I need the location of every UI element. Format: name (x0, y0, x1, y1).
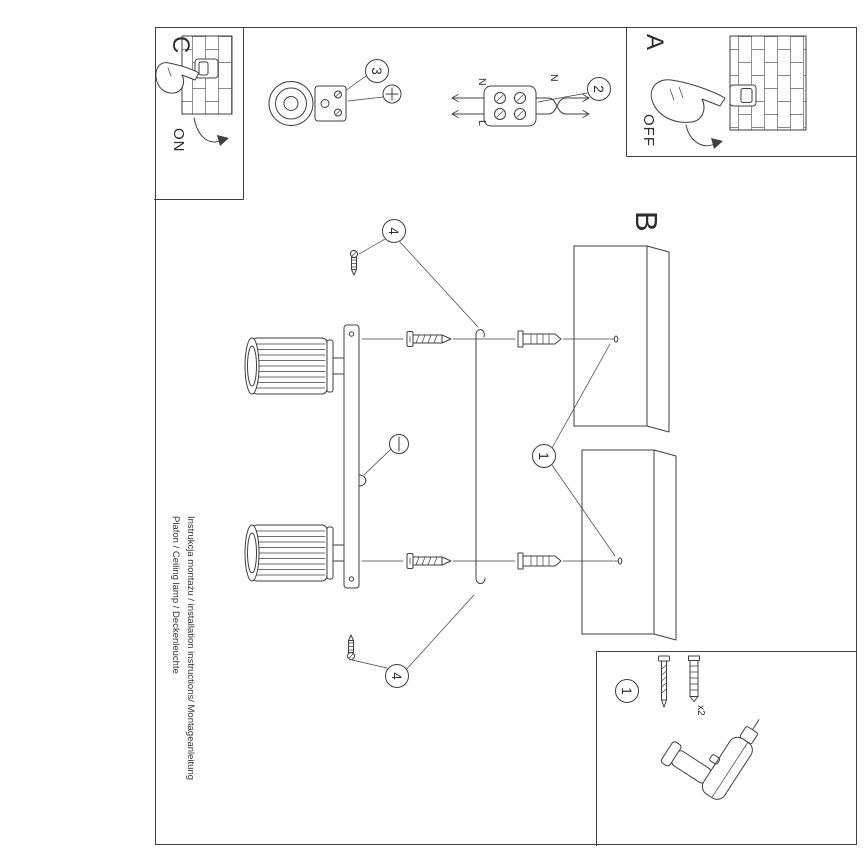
parts-wall-plug-icon (688, 655, 700, 702)
brick-wall-icon (729, 35, 807, 131)
footer-title-line2: Plafon / Ceiling lamp / Deckenleuchte (170, 516, 181, 674)
step-4-badge: 4 (382, 219, 406, 243)
lamp-body (244, 324, 367, 589)
ceiling-panels (573, 245, 677, 641)
step-1-badge: 1 (532, 444, 556, 468)
section-b-letter: B (629, 211, 664, 232)
phillips-screw-symbol-icon (347, 84, 402, 104)
drill-hole-icon (609, 335, 619, 343)
on-label: ON (170, 128, 187, 153)
hand-press-icon (155, 62, 200, 94)
leader-line (358, 238, 479, 328)
diagram-art (154, 28, 856, 846)
ceiling-panel (573, 245, 648, 427)
parts-box (596, 651, 856, 846)
leader-line (537, 92, 588, 103)
cable-hook-icon (358, 474, 367, 487)
side-screw-icon (347, 634, 355, 660)
canopy-icon (268, 81, 314, 126)
curved-arrow-icon (685, 124, 723, 149)
light-switch-icon (729, 84, 757, 107)
off-label: OFF (640, 114, 657, 147)
ceiling-panel (581, 449, 655, 635)
flat-screw-symbol-icon (363, 434, 409, 476)
power-cable-icon (475, 329, 486, 584)
hand-press-icon (650, 79, 726, 123)
section-c-letter: C (167, 36, 194, 54)
parts-box-badge: 1 (615, 679, 639, 703)
step-4-badge: 4 (385, 664, 409, 688)
side-screw-icon (350, 250, 358, 276)
instruction-page: A OFF C ON B 2 3 4 4 1 1 N L N x2 Instru… (154, 27, 857, 846)
neutral-in-label: N (476, 78, 488, 86)
side-screw-step (347, 238, 479, 673)
neutral-out-label: N (548, 74, 560, 82)
live-in-label: L (476, 120, 488, 126)
drill-hole-icon (613, 557, 623, 565)
step-3-badge: 3 (365, 59, 389, 83)
lamp-mounting-bar (343, 324, 360, 589)
leader-line (344, 75, 367, 92)
wire-lines (451, 94, 590, 118)
wiring-step (451, 85, 590, 127)
power-on-box (154, 28, 244, 200)
light-switch-icon (194, 58, 219, 79)
quantity-label: x2 (695, 705, 706, 716)
leader-line (551, 343, 616, 557)
wall-plug-icon (517, 330, 562, 348)
ceiling-panel-edge (646, 245, 670, 433)
section-a-letter: A (641, 34, 668, 51)
power-drill-icon (660, 719, 760, 800)
bracket-step (268, 75, 402, 126)
footer-title-line1: Instrukcja montażu / installation instru… (185, 516, 196, 781)
terminal-block-icon (483, 85, 537, 127)
parts-screw-icon (658, 655, 670, 708)
ceiling-panel-edge (653, 449, 677, 641)
leader-line (351, 594, 475, 673)
spot-cylinder (244, 337, 345, 395)
alignment-axes (361, 338, 614, 562)
step-2-badge: 2 (587, 77, 611, 101)
power-off-box (626, 28, 856, 157)
mounting-screw-icon (406, 331, 452, 347)
mounting-bracket-icon (314, 85, 347, 122)
curved-arrow-icon (193, 117, 229, 146)
